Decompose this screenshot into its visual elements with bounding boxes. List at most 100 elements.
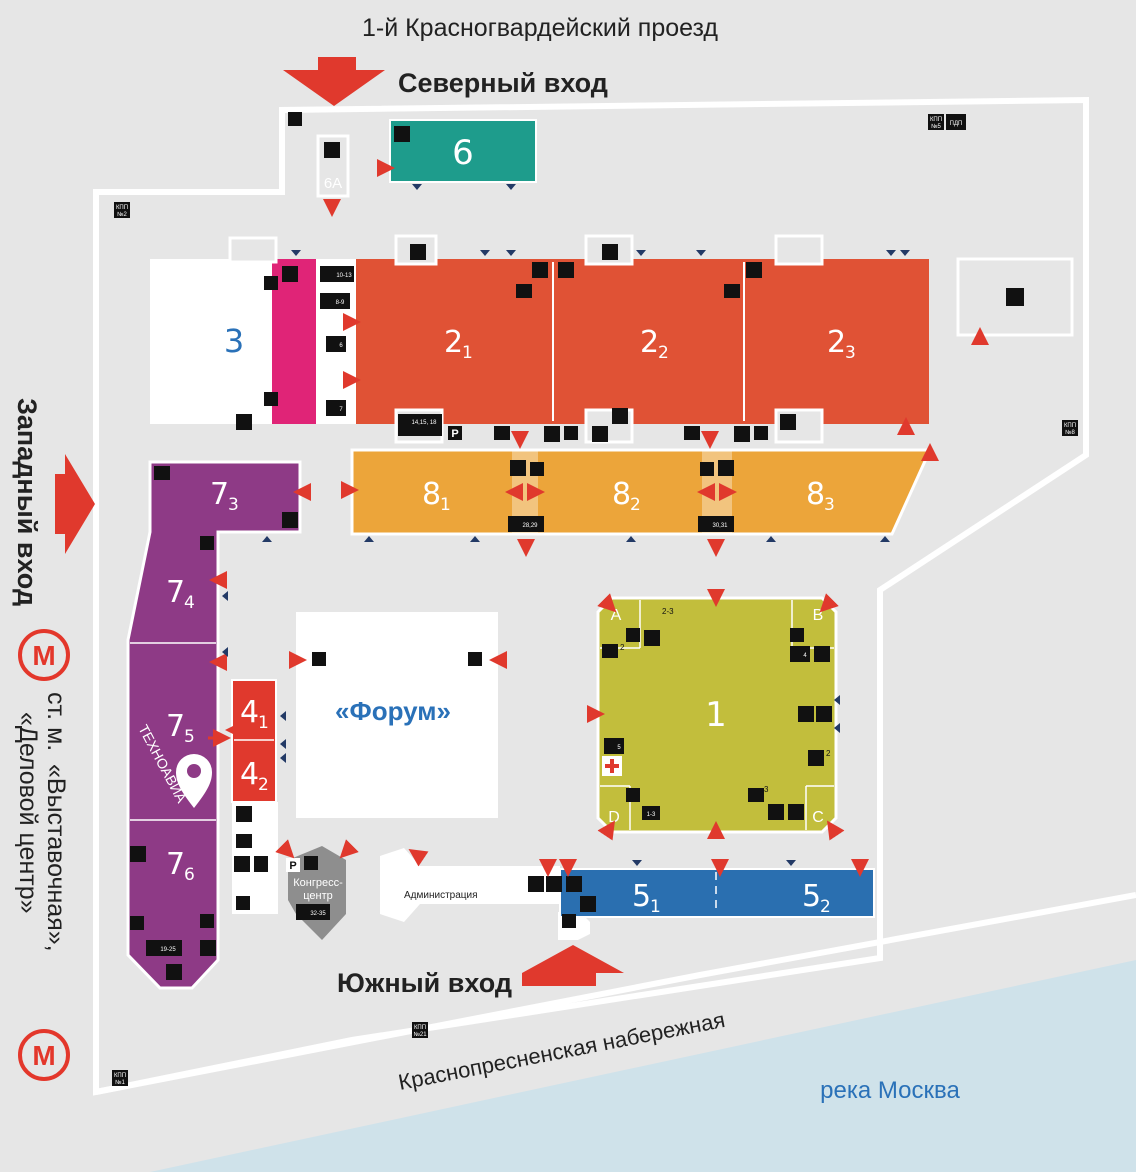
service-icon (612, 408, 628, 424)
checkpoint-8: КПП №8 (1062, 420, 1078, 436)
cafe-icon (748, 788, 764, 802)
service-icon (788, 804, 804, 820)
stairs-icon (626, 628, 640, 642)
svg-text:КПП: КПП (1064, 423, 1076, 429)
svg-text:30,31: 30,31 (712, 523, 728, 529)
toilet-icon (718, 460, 734, 476)
metro-prefix: ст. м. (42, 692, 70, 751)
service-icon (254, 856, 268, 872)
west-entrance-label: Западный вход (12, 398, 42, 606)
metro-line-2: «Деловой центр» (14, 712, 42, 914)
hall-1-label: 1 (705, 695, 727, 735)
restaurant-icon (746, 262, 762, 278)
hall-7-4-label: 7 4 (166, 575, 195, 613)
svg-text:6: 6 (184, 865, 195, 885)
location-pin-icon[interactable] (176, 754, 212, 808)
svg-text:7: 7 (210, 477, 229, 512)
hall-7[interactable] (126, 460, 302, 990)
metro-icon: М (18, 629, 70, 681)
river (150, 960, 1136, 1172)
hall-6a-label: 6А (324, 175, 342, 192)
stairs-icon (236, 896, 250, 910)
blue-entry-markers (222, 184, 910, 866)
hall-6-label: 6 (452, 133, 474, 173)
hall-forum[interactable] (296, 612, 498, 818)
svg-text:ПДП: ПДП (950, 121, 963, 127)
svg-text:8: 8 (422, 477, 441, 512)
stairs-icon (700, 462, 714, 476)
service-icon (200, 940, 216, 956)
elevator-icon: 8-9 (320, 293, 350, 309)
entry-arrows (208, 159, 989, 877)
svg-text:№1: №1 (115, 1079, 125, 1086)
hall-1-tag: 1-3 (642, 806, 660, 820)
hall-5[interactable] (559, 868, 875, 918)
hall-8[interactable] (350, 448, 933, 536)
west-entrance-arrow (55, 454, 95, 554)
stairs-icon (790, 628, 804, 642)
svg-text:3: 3 (228, 495, 239, 515)
elevator-icon: 14,15, 18 (398, 414, 442, 436)
svg-text:М: М (32, 640, 55, 671)
svg-text:2: 2 (444, 325, 463, 360)
stairs-icon (562, 914, 576, 928)
elevator-icon: 5 (604, 738, 624, 754)
svg-text:32-35: 32-35 (310, 911, 326, 917)
stairs-icon (312, 652, 326, 666)
toilet-icon (814, 646, 830, 662)
elevator-icon: 30,31 (698, 516, 734, 532)
toilet-icon (510, 460, 526, 476)
elevator-icon: 7 (326, 400, 346, 416)
restaurant-icon (130, 846, 146, 862)
cafe-icon (516, 284, 532, 298)
service-icon (282, 266, 298, 282)
hall-3-label: 3 (224, 322, 244, 360)
restaurant-icon (816, 706, 832, 722)
stairs-icon (200, 536, 214, 550)
registration-icon (324, 142, 340, 158)
svg-text:№5: №5 (931, 123, 941, 130)
first-aid-icon (602, 756, 622, 776)
hall-8-1-label: 8 1 (422, 477, 451, 515)
north-entrance-label: Северный вход (398, 68, 608, 98)
hall-4[interactable] (231, 679, 277, 803)
svg-text:3: 3 (845, 343, 856, 363)
hall-6[interactable] (389, 119, 537, 183)
svg-text:5: 5 (617, 745, 621, 751)
administration-building[interactable] (380, 848, 560, 922)
svg-text:2: 2 (640, 325, 659, 360)
svg-text:4: 4 (803, 653, 807, 659)
svg-text:2: 2 (658, 343, 669, 363)
service-icon (410, 244, 426, 260)
ticket-icon (288, 112, 302, 126)
hall-2-1-label: 2 1 (444, 325, 473, 363)
hall-4-1-label: 4 1 (240, 695, 269, 733)
metro-line-1: «Выставочная», (42, 764, 70, 952)
congress-center-label-2: центр (303, 890, 333, 902)
north-street-label: 1-й Красногвардейский проезд (362, 14, 718, 42)
svg-text:7: 7 (339, 407, 343, 413)
hall-3[interactable] (150, 259, 274, 424)
administration-label: Администрация (404, 890, 478, 901)
svg-text:5: 5 (184, 727, 195, 747)
svg-text:1: 1 (440, 495, 451, 515)
congress-center-label-1: Конгресс- (293, 877, 343, 889)
river-label: река Москва (820, 1077, 960, 1104)
service-icon (166, 964, 182, 980)
restaurant-icon (532, 262, 548, 278)
elevator-icon: 6 (326, 336, 346, 352)
restaurant-icon (592, 426, 608, 442)
metro-icon: М (18, 1029, 70, 1081)
hall-7-3-label: 7 3 (210, 477, 239, 515)
svg-text:8: 8 (806, 477, 825, 512)
hall-8-3-label: 8 3 (806, 477, 835, 515)
hall-1-tag: 3 (764, 785, 769, 794)
svg-text:7: 7 (166, 575, 185, 610)
svg-text:3: 3 (824, 495, 835, 515)
cafe-icon (494, 426, 510, 440)
parking-icon: Р (448, 426, 462, 440)
hall-2[interactable] (356, 259, 929, 424)
stairs-icon (626, 788, 640, 802)
stairs-icon (264, 276, 278, 290)
restaurant-icon (768, 804, 784, 820)
